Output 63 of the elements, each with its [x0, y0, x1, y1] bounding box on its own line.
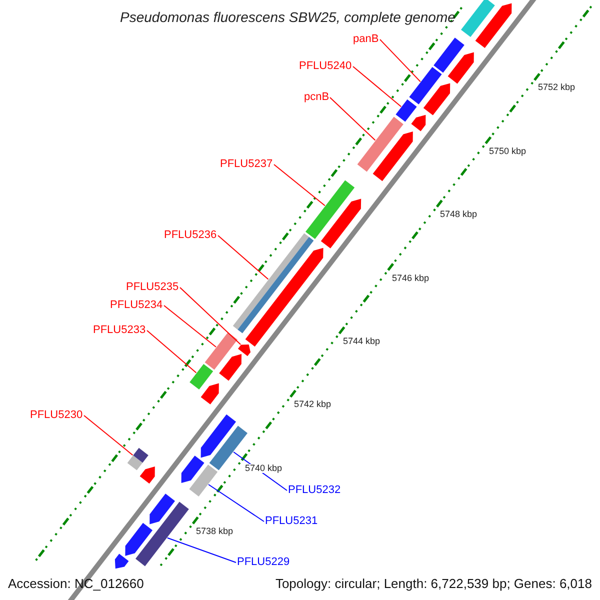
gene-feature	[125, 522, 152, 556]
gene-feature	[200, 414, 236, 458]
gene-label: PFLU5233	[93, 325, 146, 336]
genome-stats-text: Topology: circular; Length: 6,722,539 bp; Genes: 6,018	[275, 577, 592, 590]
gene-label: PFLU5240	[299, 61, 352, 72]
gene-feature	[219, 354, 242, 381]
gene-label: PFLU5231	[265, 516, 318, 527]
leader-line	[180, 287, 242, 345]
gene-feature	[245, 248, 324, 347]
leader-line	[218, 235, 269, 280]
gene-feature	[434, 38, 464, 73]
scale-label: 5742 kbp	[294, 400, 332, 409]
scale-label: 5752 kbp	[538, 83, 576, 92]
leader-line	[380, 39, 421, 82]
gene-label: PFLU5235	[126, 282, 179, 293]
leader-line	[208, 484, 264, 522]
leader-line	[146, 330, 197, 374]
accession-text: Accession: NC_012660	[8, 577, 144, 590]
gene-label: PFLU5232	[288, 485, 341, 496]
gene-feature	[461, 0, 495, 37]
scale-label: 5748 kbp	[440, 210, 478, 219]
scale-label: 5740 kbp	[245, 464, 282, 473]
gene-label: PFLU5237	[220, 159, 273, 170]
gene-feature	[204, 332, 238, 370]
leader-line	[352, 66, 402, 108]
gene-feature	[200, 383, 219, 404]
gene-feature	[136, 502, 189, 566]
gene-label: PFLU5230	[30, 410, 83, 421]
map-title: Pseudomonas fluorescens SBW25, complete genome	[120, 10, 456, 24]
gene-feature	[423, 83, 450, 116]
scale-label: 5746 kbp	[392, 274, 430, 283]
gene-label: pcnB	[304, 92, 330, 103]
gene-feature	[190, 364, 214, 390]
gene-feature	[396, 99, 417, 122]
gene-feature	[150, 494, 175, 524]
scale-label: 5738 kbp	[196, 527, 234, 536]
gene-feature	[448, 52, 474, 84]
gene-feature	[411, 114, 426, 132]
gene-label: PFLU5234	[110, 300, 163, 311]
leader-line	[274, 164, 326, 206]
gene-feature	[306, 180, 355, 239]
gene-feature	[140, 466, 155, 484]
gene-feature	[209, 426, 248, 470]
gene-feature	[238, 344, 250, 356]
leader-line	[330, 97, 376, 141]
gene-feature	[181, 456, 204, 483]
gene-label: PFLU5236	[164, 230, 217, 241]
gene-feature	[189, 464, 218, 496]
gene-feature	[475, 3, 512, 48]
gene-feature	[320, 198, 362, 248]
gene-feature	[114, 554, 129, 569]
leader-line	[84, 415, 134, 456]
scale-label: 5744 kbp	[343, 337, 380, 346]
leader-line	[166, 537, 236, 563]
scale-label: 5750 kbp	[489, 147, 526, 156]
leader-line	[164, 305, 216, 348]
gene-label: PFLU5229	[237, 557, 290, 568]
gene-feature	[357, 116, 404, 172]
gene-feature	[232, 233, 314, 334]
gene-feature	[127, 448, 148, 470]
gene-feature	[409, 67, 442, 104]
gene-feature	[372, 132, 413, 182]
gene-label: panB	[353, 34, 379, 45]
